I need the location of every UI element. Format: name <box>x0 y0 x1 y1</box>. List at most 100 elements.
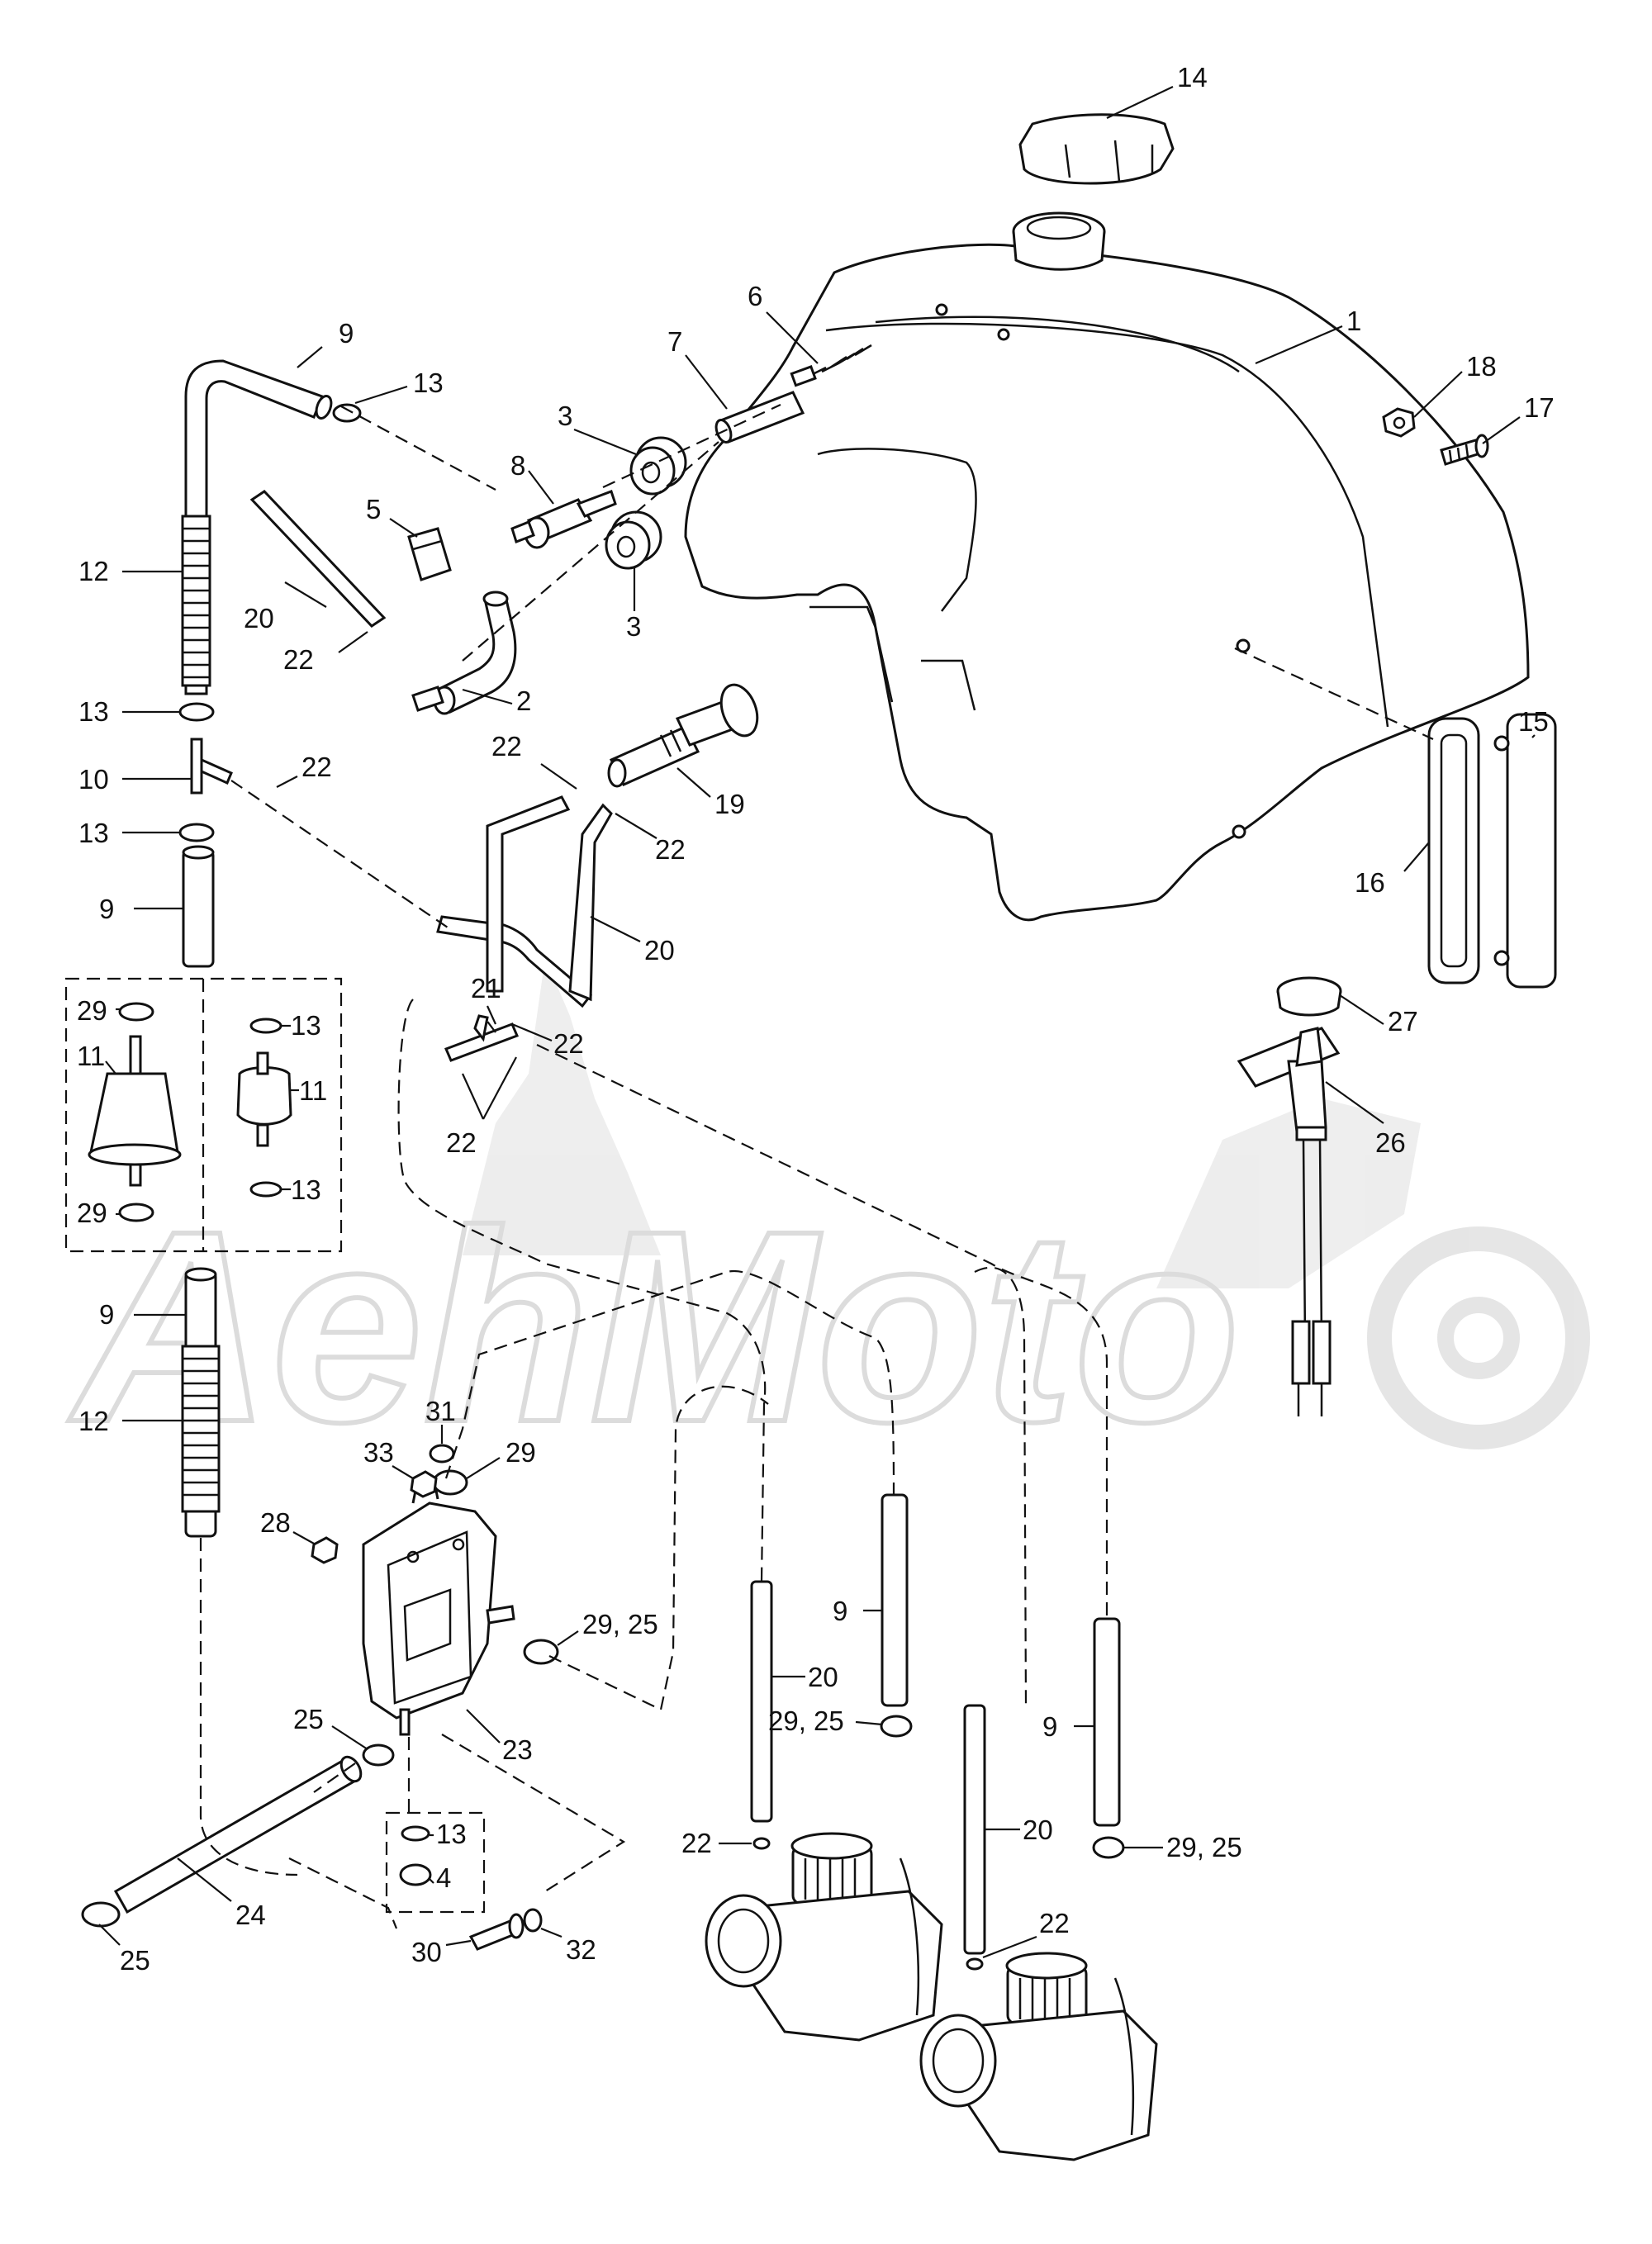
callout-13: 13 <box>354 368 444 405</box>
svg-text:13: 13 <box>78 696 109 727</box>
callout-20: 20 <box>985 1815 1053 1845</box>
svg-text:2: 2 <box>516 686 531 716</box>
svg-text:22: 22 <box>1039 1908 1070 1938</box>
callout-25: 25 <box>293 1704 368 1750</box>
svg-text:33: 33 <box>363 1437 394 1468</box>
washer <box>523 1908 543 1933</box>
hose-clamp <box>249 1181 282 1198</box>
callout-13: 13 <box>430 1819 467 1849</box>
vent-tube <box>714 391 805 444</box>
svg-text:26: 26 <box>1375 1127 1406 1158</box>
mounting-bolt <box>468 1913 525 1951</box>
svg-text:22: 22 <box>553 1028 584 1059</box>
callout-27: 27 <box>1339 994 1418 1037</box>
hose-clamp <box>249 1018 282 1034</box>
callout-22: 22 <box>982 1908 1070 1959</box>
fuel-level-window-frame <box>1427 717 1480 984</box>
tee-connector-middle <box>444 1014 519 1062</box>
callout-29: 29 <box>77 1198 120 1228</box>
svg-text:1: 1 <box>1346 306 1361 336</box>
callout-12: 12 <box>78 556 183 586</box>
svg-text:15: 15 <box>1518 706 1549 737</box>
fuel-filter-small <box>236 1051 292 1147</box>
svg-text:29, 25: 29, 25 <box>768 1706 844 1736</box>
svg-text:20: 20 <box>644 935 675 965</box>
fuel-clip <box>966 1957 984 1971</box>
callout-20: 20 <box>244 581 327 633</box>
callout-3: 3 <box>626 568 641 642</box>
hose-clamp <box>1092 1836 1125 1859</box>
svg-text:20: 20 <box>1023 1815 1053 1845</box>
callout-13: 13 <box>281 1010 321 1041</box>
hose-clamp <box>118 1203 154 1222</box>
nut <box>311 1536 339 1564</box>
callout-32: 32 <box>540 1927 596 1965</box>
svg-text:24: 24 <box>235 1900 266 1930</box>
callout-16: 16 <box>1355 842 1430 898</box>
svg-text:9: 9 <box>339 318 354 349</box>
svg-text:19: 19 <box>714 789 745 819</box>
hose-clamp <box>178 823 215 842</box>
tank-fitting-straight <box>510 490 617 549</box>
callout-29: 29 <box>77 995 120 1026</box>
callout-21: 21 <box>471 973 501 1025</box>
primer-pump <box>607 683 759 788</box>
callout-31: 31 <box>425 1396 456 1444</box>
callout-11: 11 <box>77 1041 116 1075</box>
callout-22: 22 <box>283 631 368 675</box>
routing-lines <box>199 404 1434 1929</box>
carb-hose-20-left <box>750 1580 773 1823</box>
svg-text:18: 18 <box>1466 351 1497 382</box>
svg-text:22: 22 <box>681 1828 712 1858</box>
callout-4: 4 <box>429 1862 451 1893</box>
callout-17: 17 <box>1482 392 1555 444</box>
callout-22: 22 <box>276 752 332 788</box>
hose-clamp <box>118 1002 154 1022</box>
callout-23: 23 <box>466 1709 533 1765</box>
callout-19: 19 <box>676 767 745 819</box>
svg-text:27: 27 <box>1388 1006 1418 1037</box>
tee-connector <box>190 738 233 795</box>
carb-hose-9-left <box>881 1493 909 1707</box>
svg-text:22: 22 <box>491 731 522 761</box>
gauge-cap <box>1276 976 1342 1017</box>
callout-14: 14 <box>1106 62 1208 119</box>
callout-22: 22 <box>491 731 577 790</box>
svg-text:29: 29 <box>77 1198 107 1228</box>
hose-clamp <box>880 1715 913 1738</box>
callout-24: 24 <box>177 1857 266 1930</box>
carburetor-right <box>919 1952 1158 2161</box>
callout-10: 10 <box>78 764 192 795</box>
svg-text:22: 22 <box>446 1127 477 1158</box>
callout-18: 18 <box>1413 351 1497 418</box>
svg-text:21: 21 <box>471 973 501 1003</box>
callout-11: 11 <box>291 1075 327 1106</box>
callout-9: 9 <box>99 894 183 924</box>
fuel-tank <box>684 211 1530 922</box>
svg-text:3: 3 <box>626 611 641 642</box>
svg-text:13: 13 <box>436 1819 467 1849</box>
svg-text:3: 3 <box>558 401 572 431</box>
hose-guard-upper <box>181 515 211 687</box>
hose-clamp <box>81 1901 121 1928</box>
fuel-level-window <box>1493 713 1557 989</box>
callout-28: 28 <box>260 1507 316 1545</box>
tank-fitting-elbow <box>411 591 517 715</box>
callout-3: 3 <box>558 401 637 456</box>
svg-text:4: 4 <box>436 1862 451 1893</box>
svg-text:8: 8 <box>510 450 525 481</box>
callout-12: 12 <box>78 1406 183 1436</box>
filter-option-group <box>64 977 343 1253</box>
fuel-cap <box>1018 113 1175 185</box>
carburetor-left <box>705 1832 943 2042</box>
svg-text:13: 13 <box>78 818 109 848</box>
svg-text:31: 31 <box>425 1396 456 1426</box>
hose-clamp <box>362 1743 395 1767</box>
callout-20: 20 <box>771 1662 838 1692</box>
callout-22: 22 <box>446 1056 517 1158</box>
svg-text:13: 13 <box>291 1174 321 1205</box>
svg-text:9: 9 <box>99 1299 114 1330</box>
fuel-clip <box>752 1837 771 1850</box>
hose-clamp <box>332 403 362 423</box>
svg-text:28: 28 <box>260 1507 291 1538</box>
